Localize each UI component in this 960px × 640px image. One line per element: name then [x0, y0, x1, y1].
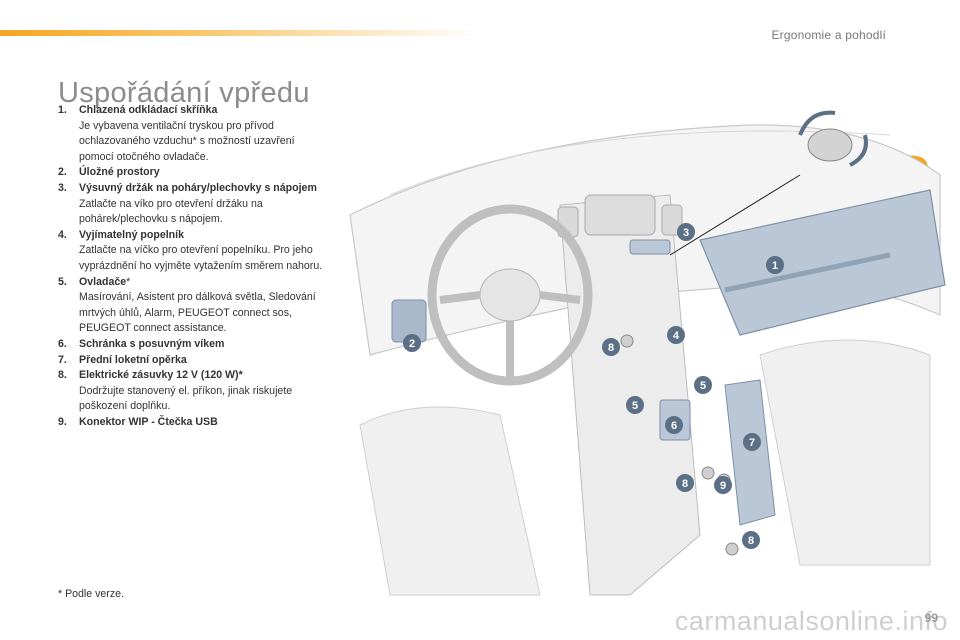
badge-2: 2: [403, 334, 421, 352]
legend-item: 9. Konektor WIP - Čtečka USB: [58, 415, 323, 431]
glovebox-1: [699, 189, 946, 336]
driver-seat: [359, 406, 541, 596]
badge-6: 6: [665, 416, 683, 434]
svg-text:2: 2: [409, 338, 415, 350]
badge-5b: 5: [626, 396, 644, 414]
socket-8b: [701, 466, 715, 480]
badge-8b: 8: [676, 474, 694, 492]
legend-item: 3. Výsuvný držák na poháry/plechovky s ná…: [58, 181, 323, 228]
svg-text:5: 5: [632, 400, 638, 412]
item-heading: Elektrické zásuvky 12 V (120 W)*: [79, 369, 243, 382]
svg-text:8: 8: [682, 478, 688, 490]
item-heading: Ovladače*: [79, 275, 131, 288]
item-body: Výsuvný držák na poháry/plechovky s nápo…: [79, 181, 323, 228]
item-body: Elektrické zásuvky 12 V (120 W)* Dodržujt…: [79, 368, 323, 415]
windshield-edge: [389, 130, 891, 196]
badge-8c: 8: [742, 531, 760, 549]
item-body: Úložné prostory: [79, 165, 160, 181]
item-number: 4.: [58, 228, 67, 241]
item-heading: Úložné prostory: [79, 166, 160, 179]
item-body: Schránka s posuvným víkem: [79, 337, 224, 353]
svg-text:8: 8: [748, 535, 754, 547]
item-heading: Schránka s posuvným víkem: [79, 337, 225, 350]
svg-text:1: 1: [772, 260, 778, 272]
svg-text:9: 9: [720, 480, 726, 492]
item-heading: Přední loketní opěrka: [79, 353, 187, 366]
header-accent-bar: [0, 30, 480, 36]
badge-8a: 8: [602, 338, 620, 356]
svg-text:8: 8: [608, 342, 614, 354]
right-vent: [661, 204, 683, 236]
legend-item: 8. Elektrické zásuvky 12 V (120 W)* Dodržu…: [58, 368, 323, 415]
legend-list: 1. Chlazená odkládací skříňka Je vybavena …: [58, 103, 323, 430]
armrest-7: [724, 379, 776, 526]
svg-text:5: 5: [700, 380, 706, 392]
legend-item: 6. Schránka s posuvným víkem: [58, 337, 323, 353]
item-heading: Chlazená odkládací skříňka: [79, 104, 218, 116]
badge-3: 3: [677, 223, 695, 241]
item-description: Masírování, Asistent pro dálková světla,…: [79, 291, 316, 335]
item-number: 3.: [58, 181, 67, 194]
svg-text:3: 3: [683, 227, 689, 239]
page-number: 99: [924, 611, 938, 625]
cabin-illustration: 1 2 3 4 5 5 6 7 8 8 9 8: [349, 110, 946, 596]
item-number: 5.: [58, 275, 67, 288]
legend-item: 5. Ovladače* Masírování, Asistent pro dálk…: [58, 275, 323, 337]
svg-text:4: 4: [673, 330, 680, 342]
item-number: 7.: [58, 353, 67, 366]
item-description: Je vybavena ventilační tryskou pro přívo…: [79, 119, 295, 163]
badge-9: 9: [714, 476, 732, 494]
passenger-seat: [759, 339, 931, 566]
item-number: 1.: [58, 104, 67, 116]
item-body: Ovladače* Masírování, Asistent pro dálkov…: [79, 275, 323, 337]
socket-8a: [620, 334, 634, 348]
item-heading: Konektor WIP - Čtečka USB: [79, 415, 218, 428]
item-number: 8.: [58, 369, 67, 382]
rotary-control-inset: [669, 110, 868, 256]
item-description: Dodržujte stanovený el. příkon, jinak ri…: [79, 384, 293, 413]
item-heading: Výsuvný držák na poháry/plechovky s nápo…: [79, 181, 317, 194]
socket-8c: [725, 542, 739, 556]
badge-5a: 5: [694, 376, 712, 394]
item-body: Chlazená odkládací skříňka Je vybavena ve…: [79, 103, 323, 165]
item-number: 9.: [58, 415, 67, 428]
svg-text:7: 7: [749, 437, 755, 449]
infotainment-screen: [584, 194, 656, 236]
legend-item: 1. Chlazená odkládací skříňka Je vybavena …: [58, 103, 323, 165]
cupholder-3: [629, 239, 671, 255]
page-title: Uspořádání vpředu: [58, 77, 310, 110]
badge-1: 1: [766, 256, 784, 274]
item-number: 2.: [58, 166, 67, 179]
section-title: Ergonomie a pohodlí: [771, 28, 886, 42]
item-heading: Vyjímatelný popelník: [79, 228, 184, 241]
footnote: * Podle verze.: [58, 588, 124, 600]
steering-wheel: [427, 204, 593, 386]
svg-text:6: 6: [671, 420, 677, 432]
badge-7: 7: [743, 433, 761, 451]
badge-4: 4: [667, 326, 685, 344]
watermark: carmanualsonline.info: [674, 606, 948, 636]
item-description: Zatlačte na víčko pro otevření popelníku…: [79, 244, 323, 272]
item-body: Přední loketní opěrka: [79, 353, 187, 369]
item-description: Zatlačte na víko pro otevření držáku na …: [79, 197, 263, 226]
legend-item: 2. Úložné prostory: [58, 165, 323, 181]
legend-item: 7. Přední loketní opěrka: [58, 353, 323, 369]
item-body: Konektor WIP - Čtečka USB: [79, 415, 218, 431]
item-number: 6.: [58, 337, 67, 350]
